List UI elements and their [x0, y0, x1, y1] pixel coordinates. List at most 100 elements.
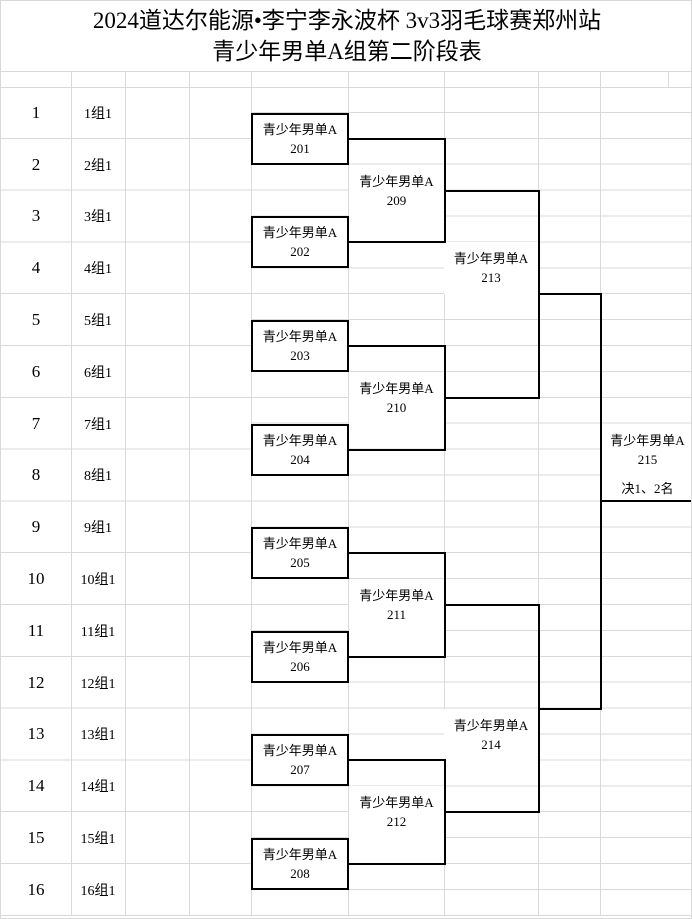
grid-vline [125, 71, 126, 916]
match-label-214: 青少年男单A 214 [444, 708, 538, 761]
seed-group: 1组1 [84, 106, 112, 122]
match-box-201: 青少年男单A 201 [251, 112, 349, 165]
grid-vline [538, 71, 539, 916]
seed-group: 3组1 [84, 210, 112, 226]
seed-number: 1 [31, 102, 41, 122]
connector-line [349, 241, 444, 244]
seed-group: 6组1 [84, 365, 112, 381]
seed-number: 14 [27, 776, 45, 796]
match-name: 青少年男单A [453, 717, 529, 733]
match-name: 青少年男单A [262, 847, 338, 862]
seed-row: 2 2组1 [1, 139, 251, 191]
connector-line [600, 500, 691, 503]
seed-number: 3 [31, 206, 41, 226]
connector-line [349, 655, 444, 658]
seed-row: 9 9组1 [1, 501, 251, 553]
seed-row: 6 6组1 [1, 346, 251, 398]
seed-group: 12组1 [80, 676, 116, 692]
match-name: 青少年男单A [359, 795, 434, 811]
match-box-203: 青少年男单A 203 [251, 320, 349, 372]
seed-group: 7组1 [84, 417, 112, 433]
seed-group: 8组1 [84, 469, 112, 485]
match-box-207: 青少年男单A 207 [251, 734, 349, 787]
match-name: 青少年男单A [262, 536, 338, 552]
connector-line [349, 759, 444, 762]
connector-line [349, 137, 444, 140]
title-line-1: 2024道达尔能源•李宁李永波杯 3v3羽毛球赛郑州站 [92, 8, 602, 33]
match-number: 211 [386, 607, 407, 622]
seed-number: 13 [27, 724, 45, 744]
seed-group: 2组1 [84, 158, 112, 174]
seed-row: 3 3组1 [1, 191, 251, 243]
connector-line [444, 811, 540, 814]
title-line-2: 青少年男单A组第二阶段表 [212, 39, 482, 64]
connector-line [349, 863, 444, 865]
seed-row: 12 12组1 [1, 657, 251, 709]
seed-group: 15组1 [80, 832, 116, 848]
connector-line [444, 396, 540, 399]
connector-line [349, 345, 444, 347]
grid-hline [1, 71, 691, 72]
seed-number: 10 [27, 569, 45, 589]
match-name: 青少年男单A [262, 121, 338, 137]
match-name: 青少年男单A [359, 173, 434, 189]
grid-vline [348, 71, 349, 916]
seed-number: 6 [31, 361, 41, 381]
seed-number: 2 [31, 154, 41, 174]
grid-vline [251, 71, 252, 916]
match-number: 202 [290, 244, 310, 260]
match-number: 207 [290, 762, 310, 778]
grid-vline [668, 71, 669, 87]
match-number: 206 [290, 658, 310, 674]
seed-group: 10组1 [80, 573, 116, 589]
match-number: 201 [290, 140, 310, 156]
match-number: 203 [290, 348, 310, 363]
seed-number: 11 [27, 620, 45, 640]
match-box-202: 青少年男单A 202 [251, 216, 349, 269]
seed-number: 15 [27, 828, 45, 848]
match-name: 青少年男单A [262, 329, 338, 344]
match-name: 青少年男单A [262, 743, 338, 759]
match-number: 205 [290, 555, 310, 571]
seed-group: 9组1 [84, 521, 112, 537]
seed-number: 7 [31, 413, 41, 433]
seed-group: 4组1 [84, 262, 112, 278]
gridlines-left [1, 87, 251, 916]
seed-group: 13组1 [80, 728, 116, 744]
title-block: 2024道达尔能源•李宁李永波杯 3v3羽毛球赛郑州站 青少年男单A组第二阶段表 [1, 1, 691, 71]
seed-row: 13 13组1 [1, 709, 251, 761]
match-number: 215 [637, 451, 658, 467]
connector-line [444, 189, 540, 192]
grid-vline [444, 71, 445, 916]
grid-hline [1, 87, 691, 88]
match-name: 青少年男单A [262, 225, 338, 241]
match-name: 青少年男单A [359, 380, 434, 396]
seed-row: 7 7组1 [1, 398, 251, 450]
connector-line [349, 448, 444, 451]
match-name: 青少年男单A [262, 432, 338, 448]
seed-row: 10 10组1 [1, 553, 251, 605]
connector-line [538, 707, 602, 710]
connector-line [538, 293, 602, 296]
seed-number: 12 [27, 672, 45, 692]
match-box-204: 青少年男单A 204 [251, 423, 349, 476]
connector-line [444, 604, 540, 606]
seed-number: 16 [27, 879, 45, 899]
match-number: 204 [290, 451, 310, 467]
seed-number: 9 [31, 517, 41, 537]
seed-number: 5 [31, 310, 41, 330]
match-number: 214 [481, 736, 501, 752]
match-name: 青少年男单A [453, 251, 529, 267]
